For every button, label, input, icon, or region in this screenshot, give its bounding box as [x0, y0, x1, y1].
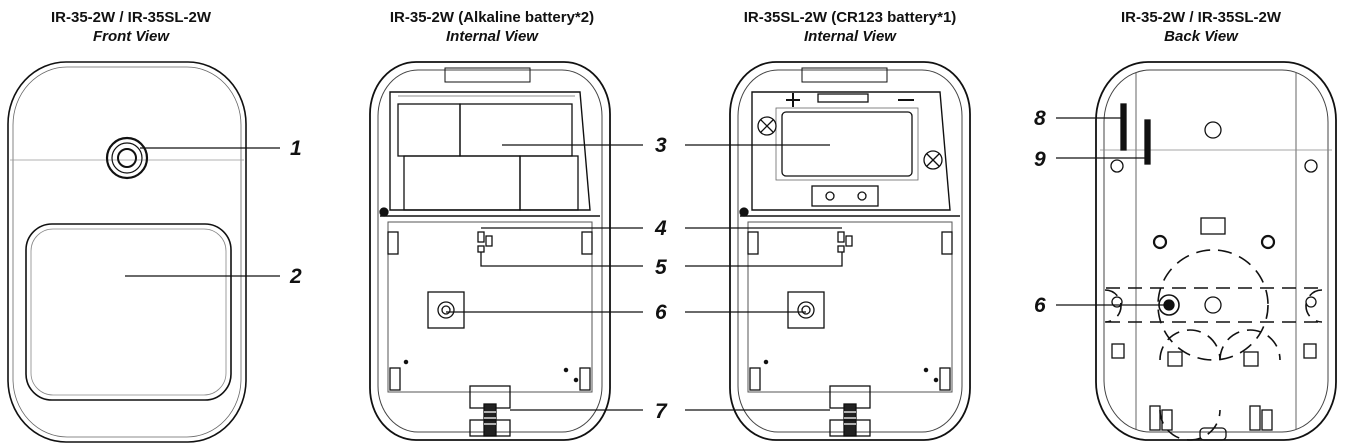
cr123-internal-view-title-line1: IR-35SL-2W (CR123 battery*1) [743, 9, 957, 26]
alkaline-internal-view-title: IR-35-2W (Alkaline battery*2) Internal V… [342, 8, 642, 46]
callout-9: 9 [1034, 148, 1046, 171]
cr123-housing-inner [737, 69, 963, 433]
front-housing-inner [12, 66, 242, 438]
callout-4: 4 [654, 217, 667, 240]
pir-lens-inner [30, 228, 227, 396]
cr123-right-lower-clip [939, 367, 951, 391]
back-bottom-hinges [1149, 405, 1273, 441]
back-view-device [1095, 61, 1337, 441]
cr123-internal-view-title-line2: Internal View [804, 28, 896, 45]
back-top-hole [1204, 121, 1222, 139]
front-view-title: IR-35-2W / IR-35SL-2W Front View [0, 8, 262, 46]
cr123-battery-compartment [751, 91, 951, 211]
cr123-left-lower-clip [749, 367, 761, 391]
back-knockout-pattern [1104, 249, 1323, 441]
back-view-title-line1: IR-35-2W / IR-35SL-2W [1120, 9, 1282, 26]
cr123-battery-holder [775, 107, 919, 181]
cr123-internal-device [729, 61, 971, 441]
alkaline-housing-inner [377, 69, 603, 433]
alkaline-pir-sensor [477, 231, 493, 253]
back-tab-8 [1120, 103, 1127, 151]
front-view-device [7, 61, 247, 443]
leader-5 [480, 252, 643, 267]
front-view-title-line1: IR-35-2W / IR-35SL-2W [50, 9, 212, 26]
cr123-left-clip [747, 231, 759, 255]
cr123-top-contact [817, 93, 869, 103]
cr123-mounting-hole [787, 291, 825, 329]
alkaline-battery-cell-upper-right [459, 103, 573, 157]
back-housing-inner [1103, 69, 1329, 433]
cr123-left-screw [757, 116, 777, 136]
front-housing-outer [7, 61, 247, 443]
cr123-top-tab [801, 67, 888, 83]
alkaline-battery-cell-lower-right [519, 155, 579, 211]
cr123-battery-cell [781, 111, 913, 177]
alkaline-housing-outer [369, 61, 611, 441]
cr123-pir-sensor [837, 231, 853, 253]
callout-6: 6 [655, 301, 667, 324]
alkaline-top-tab [444, 67, 531, 83]
cr123-tamper-switch [829, 385, 871, 437]
alkaline-internal-view-title-line1: IR-35-2W (Alkaline battery*2) [389, 9, 595, 26]
alkaline-internal-device [369, 61, 611, 441]
back-housing-outer [1095, 61, 1337, 441]
cr123-plus-marker [786, 93, 800, 107]
alkaline-battery-compartment [389, 91, 591, 211]
cr123-right-clip [941, 231, 953, 255]
cr123-right-screw [923, 150, 943, 170]
cr123-internal-view-title: IR-35SL-2W (CR123 battery*1) Internal Vi… [700, 8, 1000, 46]
front-view-title-line2: Front View [92, 28, 170, 45]
led-indicator [105, 136, 149, 180]
alkaline-tamper-switch [469, 385, 511, 437]
cr123-board [747, 221, 953, 393]
callout-leaders [125, 117, 1169, 411]
callout-8: 8 [1034, 107, 1046, 130]
callout-6-back: 6 [1034, 294, 1046, 317]
callout-7: 7 [655, 400, 668, 423]
callout-1: 1 [290, 137, 302, 160]
alkaline-left-clip [387, 231, 399, 255]
back-center-slot [1200, 217, 1226, 235]
cr123-board-screw [739, 207, 749, 217]
alkaline-board [387, 221, 593, 393]
cr123-bottom-connector [811, 185, 879, 207]
back-view-title-line2: Back View [1164, 28, 1238, 45]
back-view-title: IR-35-2W / IR-35SL-2W Back View [1070, 8, 1332, 46]
alkaline-left-lower-clip [389, 367, 401, 391]
alkaline-board-screw [379, 207, 389, 217]
leader-5b [685, 252, 843, 267]
back-tab-9 [1144, 119, 1151, 165]
alkaline-mounting-hole [427, 291, 465, 329]
pir-lens-window [25, 223, 232, 401]
cr123-housing-outer [729, 61, 971, 441]
alkaline-right-lower-clip [579, 367, 591, 391]
alkaline-right-clip [581, 231, 593, 255]
alkaline-internal-view-title-line2: Internal View [446, 28, 538, 45]
callout-3: 3 [655, 134, 667, 157]
callout-5: 5 [655, 256, 667, 279]
alkaline-battery-cell-lower-left [403, 155, 521, 211]
callout-2: 2 [289, 265, 302, 288]
alkaline-battery-cell-upper-left [397, 103, 461, 157]
